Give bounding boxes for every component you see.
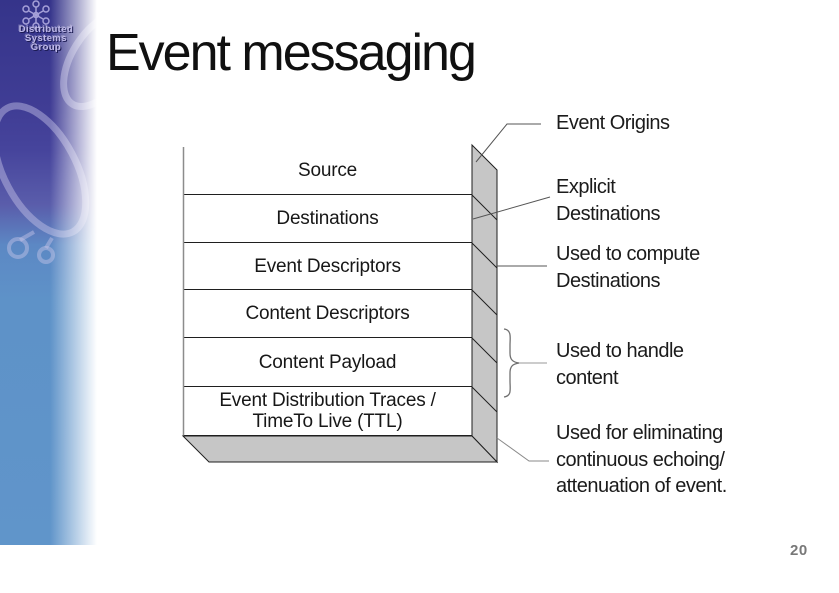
annotation-line: attenuation of event. <box>556 475 727 497</box>
sidebar-fade <box>0 0 100 545</box>
leader-event-origins <box>475 123 541 163</box>
stack-row-content-payload: Content Payload <box>183 338 472 387</box>
stack-row-destinations: Destinations <box>183 195 472 243</box>
annotation-line: Destinations <box>556 202 661 225</box>
annotation-used-to-compute: Used to compute Destinations <box>556 241 700 294</box>
stack-depth-hatch-lines <box>471 194 498 413</box>
stack-row-source: Source <box>183 147 472 195</box>
stack-row-event-descriptors: Event Descriptors <box>183 243 472 290</box>
stack-row-label: Content Descriptors <box>245 303 410 324</box>
page-number: 20 <box>790 542 808 559</box>
annotation-line: Used to handle <box>556 340 684 362</box>
leader-explicit-destinations <box>472 196 551 220</box>
annotation-line: Explicit <box>556 176 616 198</box>
annotation-line: Event Origins <box>556 112 670 134</box>
stack-row-label: Source <box>297 160 357 181</box>
annotation-line: continuous echoing/ <box>556 448 725 471</box>
annotation-line: Used for eliminating <box>556 422 723 444</box>
event-message-stack: Source Destinations Event Descriptors Co… <box>183 147 472 436</box>
distributed-systems-group-logo: Distributed Systems Group <box>0 24 92 53</box>
annotation-explicit-destinations: Explicit Destinations <box>556 174 661 227</box>
annotation-line: Destinations <box>556 269 661 292</box>
stack-row-label-line2: TimeTo Live (TTL) <box>252 411 403 432</box>
sidebar-gradient-band: Distributed Systems Group <box>0 0 100 545</box>
annotation-line: Used to compute <box>556 243 700 265</box>
annotation-used-to-handle: Used to handle content <box>556 338 684 391</box>
logo-line-3: Group <box>30 42 62 53</box>
leader-used-for-eliminating <box>496 437 549 462</box>
stack-row-label: Destinations <box>276 208 379 229</box>
logo-line-2: Systems <box>25 33 67 44</box>
stack-3d-right-side <box>471 143 498 464</box>
stack-row-label: Event Descriptors <box>254 255 401 277</box>
stack-row-label: Content Payload <box>258 351 397 373</box>
logo-line-1: Distributed <box>18 24 74 35</box>
stack-row-label: Event Distribution Traces / <box>219 390 436 411</box>
stack-row-distribution-traces-ttl: Event Distribution Traces / TimeTo Live … <box>183 387 472 436</box>
annotation-used-for-eliminating: Used for eliminating continuous echoing/… <box>556 420 727 500</box>
stack-row-content-descriptors: Content Descriptors <box>183 290 472 338</box>
content-brace <box>503 328 520 398</box>
stack-3d-bottom-side <box>181 435 499 463</box>
annotation-event-origins: Event Origins <box>556 110 670 137</box>
slide-title: Event messaging <box>106 24 477 82</box>
annotation-line: content <box>556 366 619 389</box>
